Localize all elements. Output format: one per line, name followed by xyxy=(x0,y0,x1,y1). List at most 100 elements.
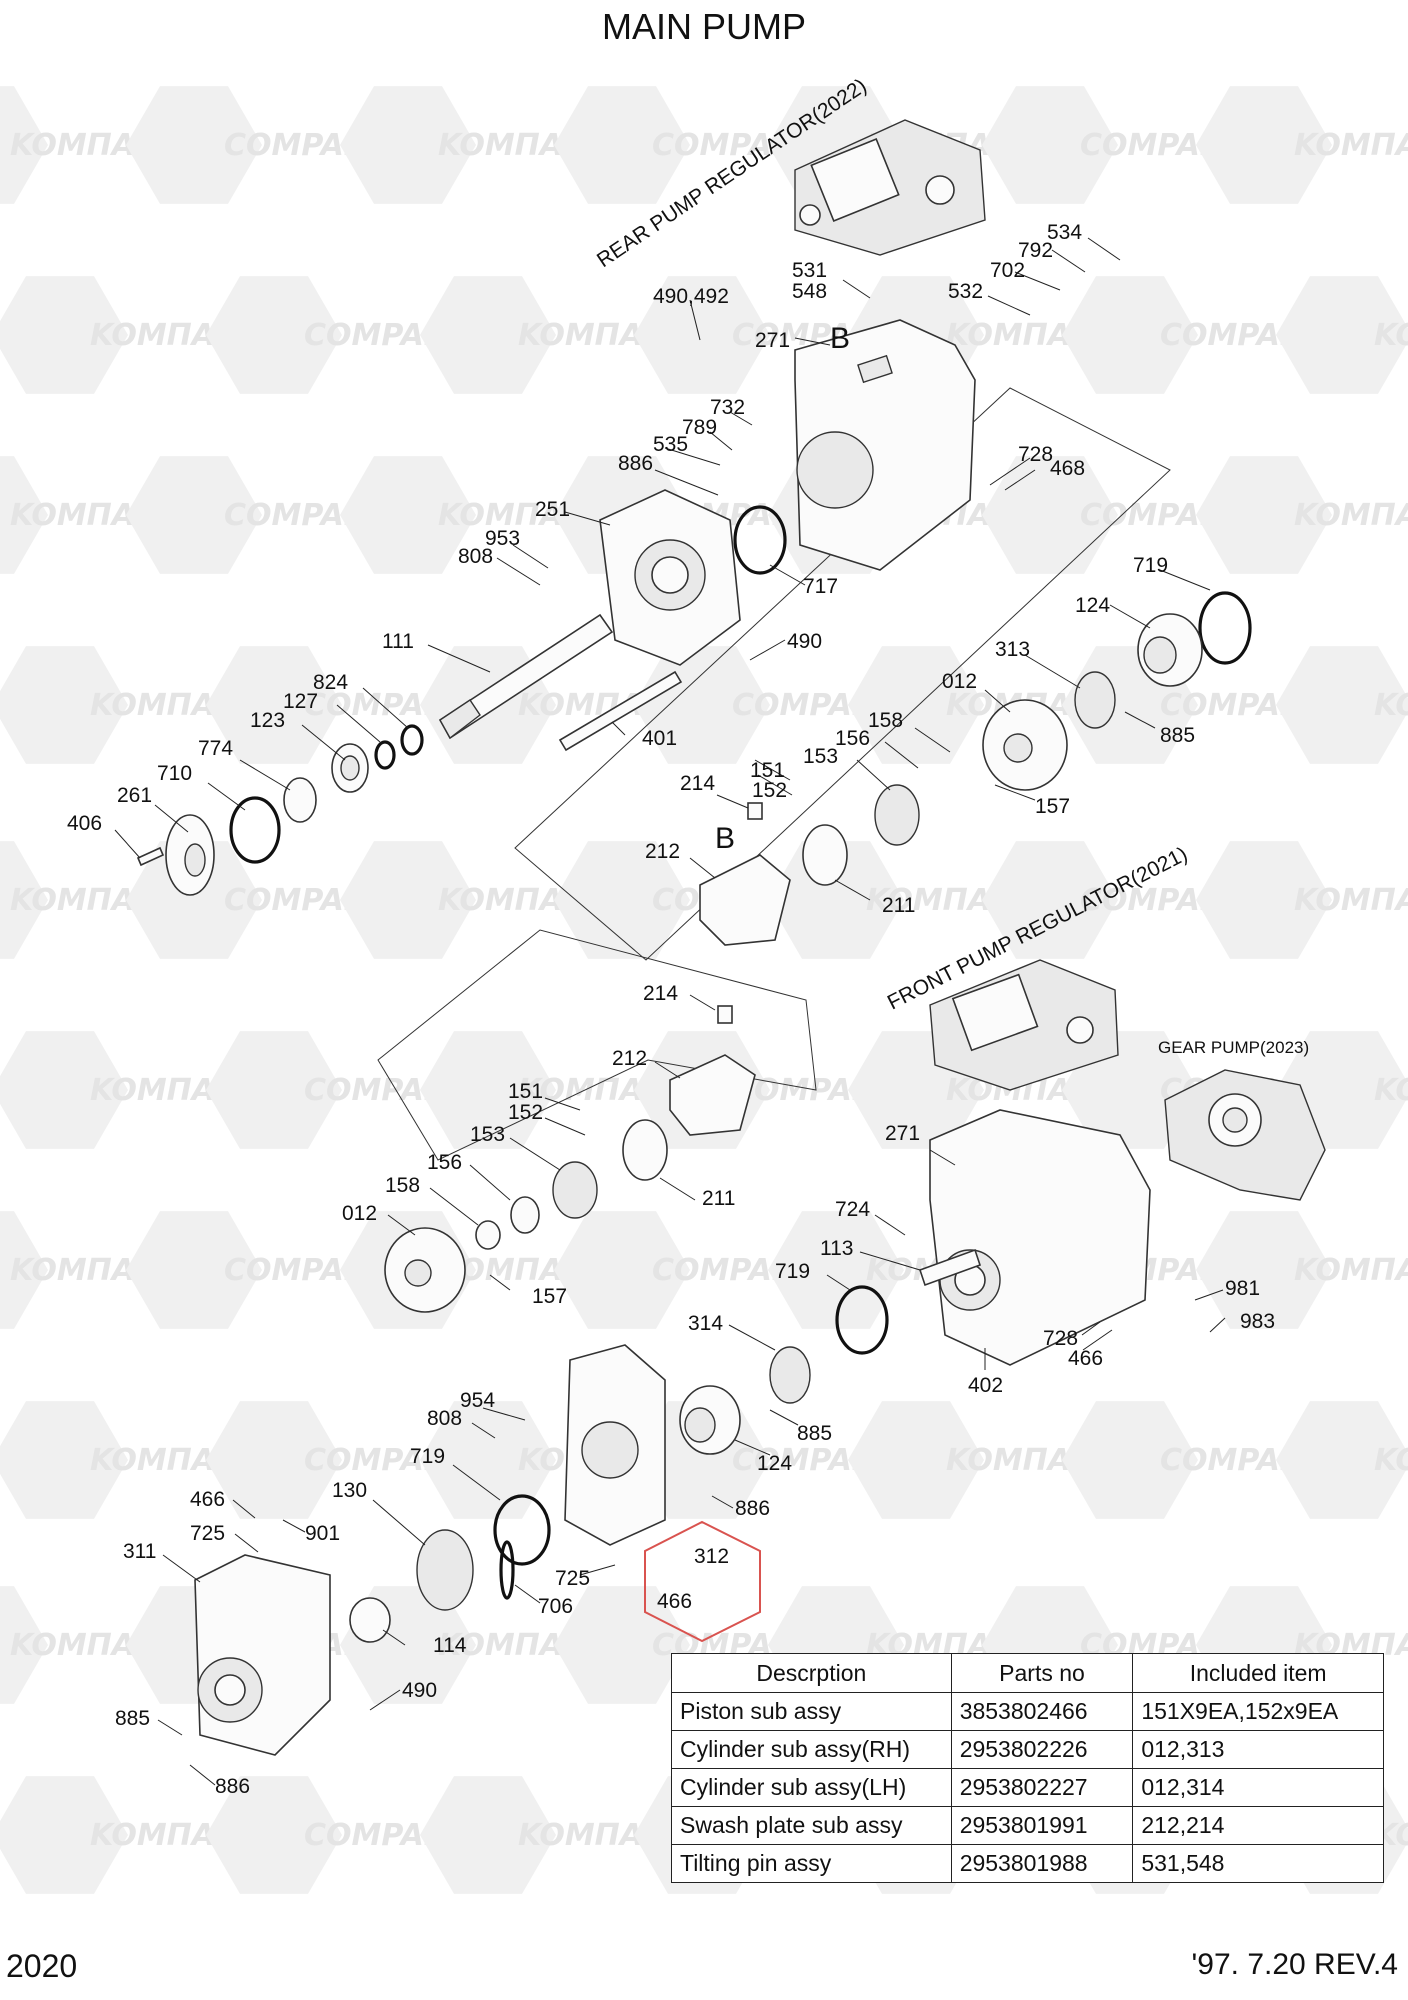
watermark-logo xyxy=(0,276,128,394)
watermark-logo xyxy=(340,456,476,574)
part-label: 490 xyxy=(787,630,822,653)
part-label: 466 xyxy=(190,1488,225,1511)
watermark-logo xyxy=(0,1211,48,1329)
watermark-logo xyxy=(206,276,342,394)
cylinder-124-top xyxy=(1137,613,1203,687)
part-label: 532 xyxy=(948,280,983,303)
part-label: 114 xyxy=(433,1634,467,1657)
part-label: 124 xyxy=(1075,594,1110,617)
watermark-logo xyxy=(420,276,556,394)
part-label: 719 xyxy=(1133,554,1168,577)
row-parts-no: 2953802226 xyxy=(950,1730,1134,1769)
row-description: Swash plate sub assy xyxy=(671,1806,952,1845)
watermark-logo xyxy=(1276,646,1408,764)
retainer-153-mid xyxy=(552,1161,598,1219)
o-ring-710 xyxy=(229,796,281,864)
watermark-text: KOMПАРТ xyxy=(1374,318,1408,353)
header-parts-no: Parts no xyxy=(950,1653,1134,1693)
watermark-logo xyxy=(982,456,1118,574)
watermark-logo xyxy=(554,86,690,204)
gear-pump-drawing xyxy=(1164,1069,1326,1201)
watermark-logo xyxy=(554,1211,690,1329)
part-label: 728 xyxy=(1018,443,1053,466)
part-label: 717 xyxy=(803,575,838,598)
rear-regulator-drawing xyxy=(794,119,986,256)
watermark-logo xyxy=(634,276,770,394)
seal-cover-261 xyxy=(165,814,215,896)
view-b-label-swash: B xyxy=(715,822,735,855)
watermark-logo xyxy=(126,841,262,959)
drive-shaft xyxy=(438,613,614,740)
part-label: 402 xyxy=(968,1374,1003,1397)
part-label: 311 xyxy=(123,1540,156,1563)
pin-214-top xyxy=(747,802,763,820)
part-label: 534 xyxy=(1047,221,1082,244)
part-label: 535 xyxy=(653,433,688,456)
part-label: 719 xyxy=(410,1445,445,1468)
front-pump-housing xyxy=(929,1109,1151,1366)
seal-774 xyxy=(283,777,317,823)
part-label: 886 xyxy=(618,452,653,475)
watermark-logo xyxy=(1196,456,1332,574)
part-label: 885 xyxy=(797,1422,832,1445)
watermark-logo xyxy=(0,1401,128,1519)
watermark-logo xyxy=(1062,1401,1198,1519)
part-label: 983 xyxy=(1240,1310,1275,1333)
row-included-item: 012,313 xyxy=(1132,1730,1384,1769)
front-shaft-113 xyxy=(918,1248,982,1287)
part-label: 468 xyxy=(1050,457,1085,480)
watermark-logo xyxy=(982,841,1118,959)
watermark-logo xyxy=(768,841,904,959)
watermark-logo xyxy=(1062,276,1198,394)
part-label: 271 xyxy=(885,1122,920,1145)
part-label: 789 xyxy=(682,416,717,439)
gear-pump-label: GEAR PUMP(2023) xyxy=(1158,1038,1309,1057)
part-label: 728 xyxy=(1043,1327,1078,1350)
watermark-logo xyxy=(982,86,1118,204)
table-row: Swash plate sub assy 2953801991 212,214 xyxy=(671,1806,1384,1845)
part-label: 725 xyxy=(190,1522,225,1545)
gear-130 xyxy=(416,1529,474,1611)
part-label: 261 xyxy=(117,784,152,807)
parts-table: Descrption Parts no Included item Piston… xyxy=(671,1653,1384,1883)
part-label: 824 xyxy=(313,671,348,694)
watermark-logo xyxy=(554,1586,690,1704)
part-label: 885 xyxy=(115,1707,150,1730)
watermark-logo xyxy=(126,456,262,574)
part-label: 953 xyxy=(485,527,520,550)
part-label: 156 xyxy=(835,727,870,750)
cylinder-124-low xyxy=(679,1385,741,1455)
row-parts-no: 2953801988 xyxy=(950,1844,1134,1883)
part-label: 124 xyxy=(757,1452,792,1475)
header-description: Descrption xyxy=(671,1653,952,1693)
rear-pump-housing xyxy=(794,319,976,571)
part-label: 313 xyxy=(995,638,1030,661)
watermark-text: KOMПАРТ xyxy=(1294,498,1408,533)
watermark-logo xyxy=(0,841,48,959)
highlight-hexagon xyxy=(644,1520,761,1643)
part-label: 214 xyxy=(643,982,678,1005)
part-label: 702 xyxy=(990,259,1025,282)
part-label: 314 xyxy=(688,1312,723,1335)
cylinder-block-012-top xyxy=(982,699,1068,791)
guide-156-mid xyxy=(510,1196,540,1234)
row-included-item: 212,214 xyxy=(1132,1806,1384,1845)
part-label: 774 xyxy=(198,737,233,760)
plate-211-mid xyxy=(622,1119,668,1181)
watermark-text: KOMПАРТ xyxy=(1294,128,1408,163)
table-row: Cylinder sub assy(RH) 2953802226 012,313 xyxy=(671,1730,1384,1769)
pin-214-mid xyxy=(717,1005,733,1024)
part-label: 127 xyxy=(283,690,318,713)
part-label: 158 xyxy=(385,1174,420,1197)
bearing-123 xyxy=(331,743,369,793)
plate-211-top xyxy=(802,824,848,886)
ring-706 xyxy=(499,1540,515,1600)
part-label: 214 xyxy=(680,772,715,795)
table-row: Cylinder sub assy(LH) 2953802227 012,314 xyxy=(671,1768,1384,1807)
part-label: 808 xyxy=(458,545,493,568)
part-label: 401 xyxy=(642,727,677,750)
valve-plate-314 xyxy=(769,1346,811,1404)
part-label: 490,492 xyxy=(653,285,729,308)
pivot-bolt-401 xyxy=(558,670,683,752)
